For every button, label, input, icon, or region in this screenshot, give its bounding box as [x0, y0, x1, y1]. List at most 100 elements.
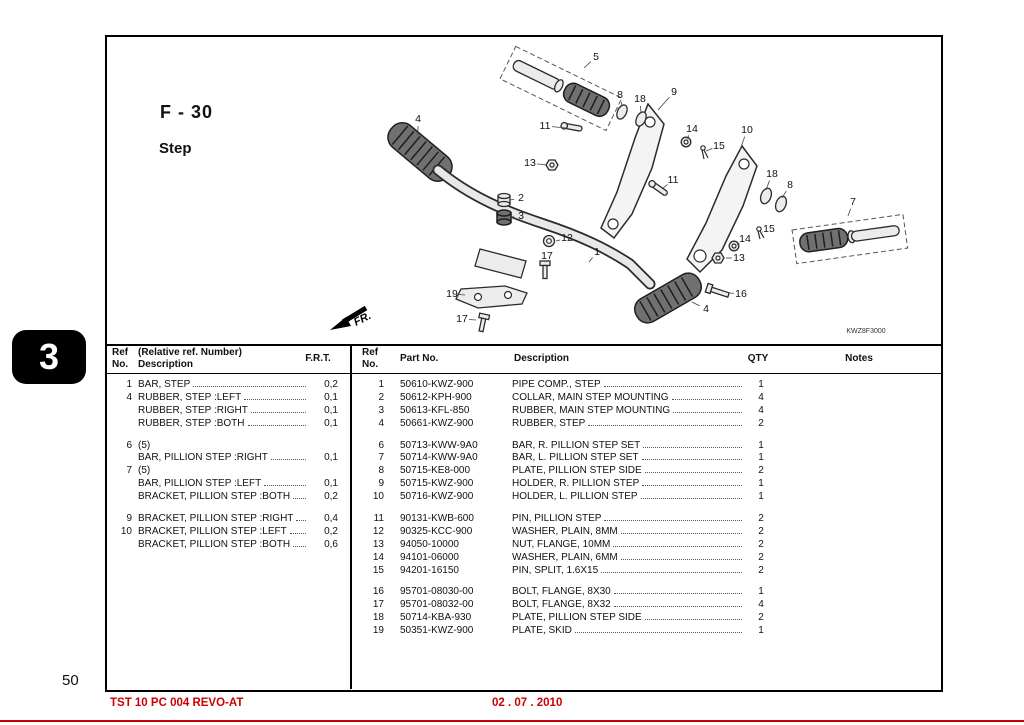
ref-no-cell: 1: [126, 379, 132, 390]
description-cell: HOLDER, L. PILLION STEP: [512, 491, 638, 503]
ref-no-cell: 6: [126, 439, 132, 451]
description-cell: (5): [138, 439, 151, 451]
table-row: 7 (5): [114, 465, 338, 478]
qty-cell: 4: [758, 391, 764, 403]
parts-header-notes: Notes: [845, 353, 873, 364]
ref-no-cell: 19: [372, 625, 384, 637]
qty-cell: 1: [758, 625, 764, 637]
table-row: 3 50613-KFL-850 RUBBER, MAIN STEP MOUNTING…: [360, 405, 946, 418]
dotted-leader: [289, 532, 306, 534]
part-no-cell: 50715-KE8-000: [400, 465, 471, 477]
frt-cell: 0,2: [324, 491, 338, 503]
ref-no-cell: 3: [378, 404, 384, 416]
dotted-leader: [264, 485, 306, 487]
dotted-leader: [601, 571, 742, 573]
qty-cell: 2: [758, 525, 764, 537]
qty-cell: 2: [758, 465, 764, 477]
description-cell: BRACKET, PILLION STEP :RIGHT: [138, 513, 294, 525]
description-cell: RUBBER, MAIN STEP MOUNTING: [512, 404, 671, 416]
qty-cell: 4: [758, 404, 764, 416]
description-cell: PLATE, PILLION STEP SIDE: [512, 465, 642, 477]
qty-cell: 2: [758, 612, 764, 624]
part-no-cell: 94201-16150: [400, 564, 459, 576]
description-cell: COLLAR, MAIN STEP MOUNTING: [512, 391, 669, 403]
frt-header-frt: F.R.T.: [305, 353, 331, 364]
part-no-cell: 50351-KWZ-900: [400, 625, 474, 637]
frt-header-no: No.: [112, 359, 129, 370]
dotted-leader: [293, 498, 306, 500]
part-no-cell: 95701-08030-00: [400, 586, 474, 598]
dotted-leader: [641, 459, 742, 461]
description-cell: PIPE COMP., STEP: [512, 379, 601, 390]
frt-cell: 0,1: [324, 478, 338, 490]
dotted-leader: [270, 459, 306, 461]
row-spacer: [360, 431, 946, 440]
description-cell: BAR, R. PILLION STEP SET: [512, 439, 641, 451]
description-cell: BAR, PILLION STEP :LEFT: [138, 478, 262, 490]
table-row: 19 50351-KWZ-900 PLATE, SKID 1: [360, 625, 946, 638]
ref-no-cell: 11: [373, 513, 384, 525]
description-cell: HOLDER, R. PILLION STEP: [512, 478, 640, 490]
table-header-rule: [107, 373, 941, 374]
qty-cell: 1: [758, 452, 764, 464]
frt-header-description: Description: [138, 359, 194, 370]
dotted-leader: [644, 472, 742, 474]
ref-no-cell: 7: [126, 465, 132, 477]
frt-table-header: Ref No. (Relative ref. Number) Descripti…: [110, 347, 346, 373]
page-frame: [105, 35, 943, 692]
page-number: 50: [62, 672, 79, 689]
part-no-cell: 95701-08032-00: [400, 599, 474, 611]
dotted-leader: [673, 411, 742, 413]
dotted-leader: [613, 545, 742, 547]
row-spacer: [114, 504, 338, 513]
ref-no-cell: 15: [372, 564, 384, 576]
ref-no-cell: 7: [378, 452, 384, 464]
qty-cell: 2: [758, 564, 764, 576]
frt-cell: 0,1: [324, 391, 338, 403]
parts-header-no: No.: [362, 359, 379, 370]
description-cell: RUBBER, STEP :LEFT: [138, 391, 242, 403]
ref-no-cell: 8: [378, 465, 384, 477]
qty-cell: 2: [758, 417, 764, 429]
description-cell: BOLT, FLANGE, 8X32: [512, 599, 611, 611]
section-tab-number: 3: [38, 336, 60, 377]
qty-cell: 2: [758, 538, 764, 550]
part-no-cell: 90325-KCC-900: [400, 525, 473, 537]
description-cell: PLATE, PILLION STEP SIDE: [512, 612, 642, 624]
part-no-cell: 50612-KPH-900: [400, 391, 472, 403]
part-no-cell: 50716-KWZ-900: [400, 491, 474, 503]
ref-no-cell: 9: [378, 478, 384, 490]
description-cell: BOLT, FLANGE, 8X30: [512, 586, 611, 598]
description-cell: (5): [138, 465, 151, 477]
dotted-leader: [296, 520, 306, 522]
ref-no-cell: 9: [126, 513, 132, 525]
dotted-leader: [643, 446, 742, 448]
table-row: 10 50716-KWZ-900 HOLDER, L. PILLION STEP 1: [360, 491, 946, 504]
ref-no-cell: 10: [372, 491, 384, 503]
description-cell: PLATE, SKID: [512, 625, 572, 637]
qty-cell: 1: [758, 491, 764, 503]
part-no-cell: 50715-KWZ-900: [400, 478, 474, 490]
section-title: Step: [159, 140, 192, 157]
parts-header-qty: QTY: [747, 353, 769, 364]
ref-no-cell: 12: [372, 525, 384, 537]
part-no-cell: 50714-KBA-930: [400, 612, 472, 624]
dotted-leader: [247, 424, 306, 426]
qty-cell: 1: [758, 439, 764, 451]
description-cell: RUBBER, STEP: [512, 417, 586, 429]
part-no-cell: 50613-KFL-850: [400, 404, 470, 416]
ref-no-cell: 16: [372, 586, 384, 598]
